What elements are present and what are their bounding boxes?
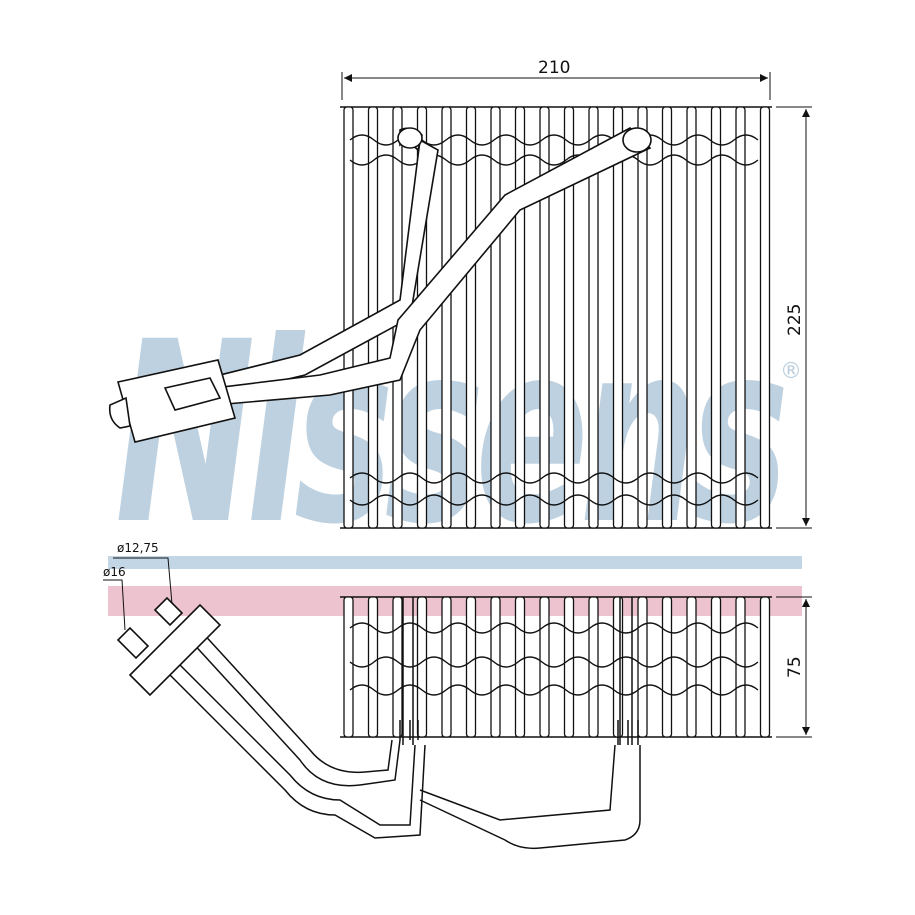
side-view — [340, 596, 772, 738]
side-fin — [392, 596, 403, 738]
side-pipes — [164, 597, 641, 850]
side-fin — [514, 596, 526, 738]
front-fin — [735, 106, 746, 529]
side-flange — [116, 596, 222, 697]
front-fin — [465, 106, 477, 529]
front-fin — [343, 106, 354, 529]
pipe-large-diameter-label: ø16 — [103, 565, 126, 579]
front-fin — [686, 106, 697, 529]
front-fin — [612, 106, 624, 529]
side-fin — [465, 596, 477, 738]
front-fin — [539, 106, 550, 529]
side-fin — [563, 596, 575, 738]
front-fin — [710, 106, 722, 529]
registered-mark: ® — [780, 359, 802, 384]
width-label: 210 — [538, 58, 570, 78]
front-fin — [563, 106, 575, 529]
pipe-callouts — [103, 557, 173, 631]
side-fin — [710, 596, 722, 738]
side-fin — [661, 596, 673, 738]
depth-dimension — [776, 596, 812, 738]
front-fin — [441, 106, 452, 529]
front-fin — [759, 106, 771, 529]
side-fin — [441, 596, 452, 738]
side-fin — [343, 596, 354, 738]
front-fin — [661, 106, 673, 529]
brand-watermark: Nissens — [115, 288, 784, 579]
front-flange — [108, 359, 237, 443]
side-fin — [490, 596, 501, 738]
side-fin — [612, 596, 624, 738]
height-label: 225 — [785, 304, 805, 336]
depth-label: 75 — [785, 656, 805, 678]
side-fin — [588, 596, 599, 738]
height-dimension — [776, 106, 812, 529]
front-fin — [588, 106, 599, 529]
pipe-small-diameter-label: ø12,75 — [117, 541, 159, 555]
front-fin — [490, 106, 501, 529]
blue-band — [108, 556, 802, 569]
side-fin — [759, 596, 771, 738]
side-fin — [367, 596, 379, 738]
front-fins — [343, 106, 771, 529]
side-fin — [539, 596, 550, 738]
front-fin — [514, 106, 526, 529]
width-dimension — [341, 72, 771, 100]
pink-band — [108, 586, 802, 616]
front-view — [340, 106, 772, 529]
front-fin — [637, 106, 648, 529]
side-fin — [416, 596, 428, 738]
